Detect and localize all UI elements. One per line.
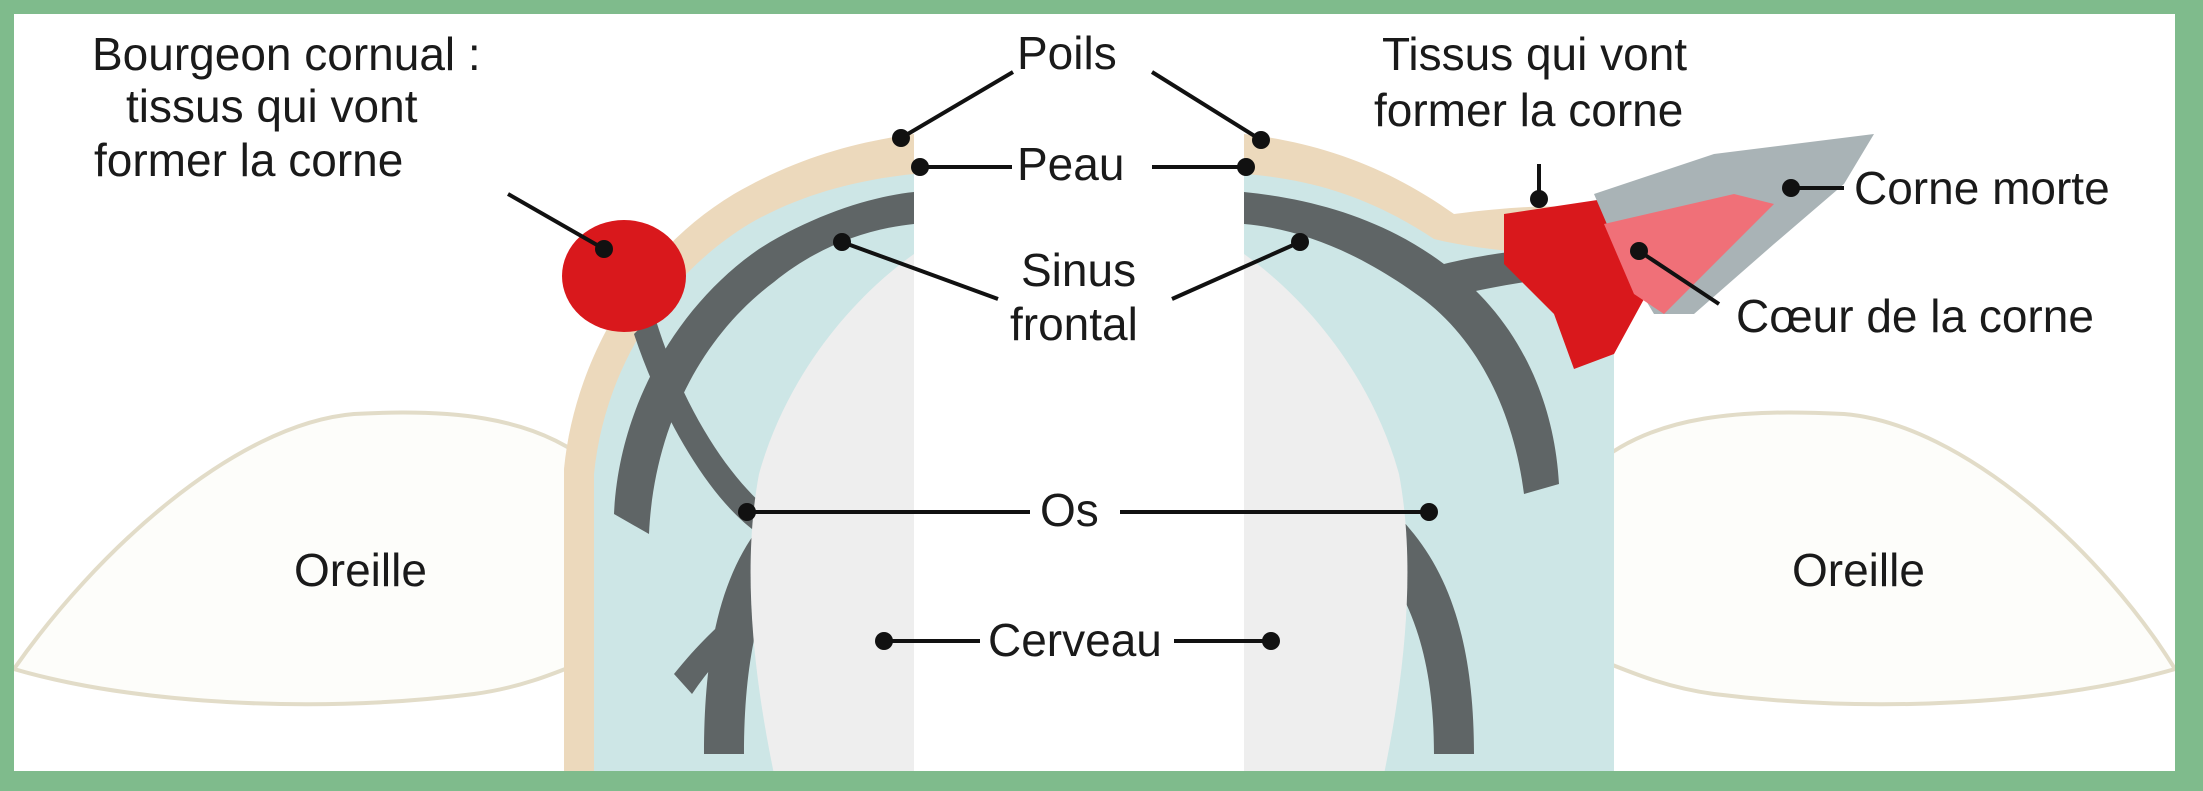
- label-sinus-line1: Sinus: [1021, 244, 1136, 296]
- dot-poils-right: [1252, 131, 1270, 149]
- dot-os-left: [738, 503, 756, 521]
- dot-coeur: [1630, 242, 1648, 260]
- leader-poils-left: [901, 72, 1013, 138]
- dot-poils-left: [892, 129, 910, 147]
- label-bourgeon-line1: Bourgeon cornual :: [92, 28, 481, 80]
- diagram-frame: Bourgeon cornual : tissus qui vont forme…: [14, 14, 2175, 771]
- dot-sinus-right: [1291, 233, 1309, 251]
- leader-poils-right: [1152, 72, 1261, 140]
- label-cerveau: Cerveau: [988, 614, 1162, 666]
- dot-peau-right: [1237, 158, 1255, 176]
- skull-cross-section-diagram: Bourgeon cornual : tissus qui vont forme…: [14, 14, 2175, 771]
- label-tissus-corne-line1: Tissus qui vont: [1382, 28, 1687, 80]
- label-oreille-left: Oreille: [294, 544, 427, 596]
- label-sinus-line2: frontal: [1010, 298, 1138, 350]
- dot-bourgeon: [595, 240, 613, 258]
- label-poils: Poils: [1017, 27, 1117, 79]
- dot-os-right: [1420, 503, 1438, 521]
- dot-sinus-left: [833, 233, 851, 251]
- label-corne-morte: Corne morte: [1854, 162, 2110, 214]
- label-tissus-corne-line2: former la corne: [1374, 84, 1683, 136]
- label-peau: Peau: [1017, 138, 1124, 190]
- label-coeur-corne: Cœur de la corne: [1736, 290, 2094, 342]
- leader-bourgeon: [508, 194, 604, 249]
- dot-peau-left: [911, 158, 929, 176]
- label-bourgeon-line2: tissus qui vont: [126, 80, 418, 132]
- label-bourgeon-line3: former la corne: [94, 134, 403, 186]
- label-oreille-right: Oreille: [1792, 544, 1925, 596]
- dot-tissus-corne: [1530, 190, 1548, 208]
- dot-corne-morte: [1782, 179, 1800, 197]
- dot-cerveau-right: [1262, 632, 1280, 650]
- dot-cerveau-left: [875, 632, 893, 650]
- label-os: Os: [1040, 484, 1099, 536]
